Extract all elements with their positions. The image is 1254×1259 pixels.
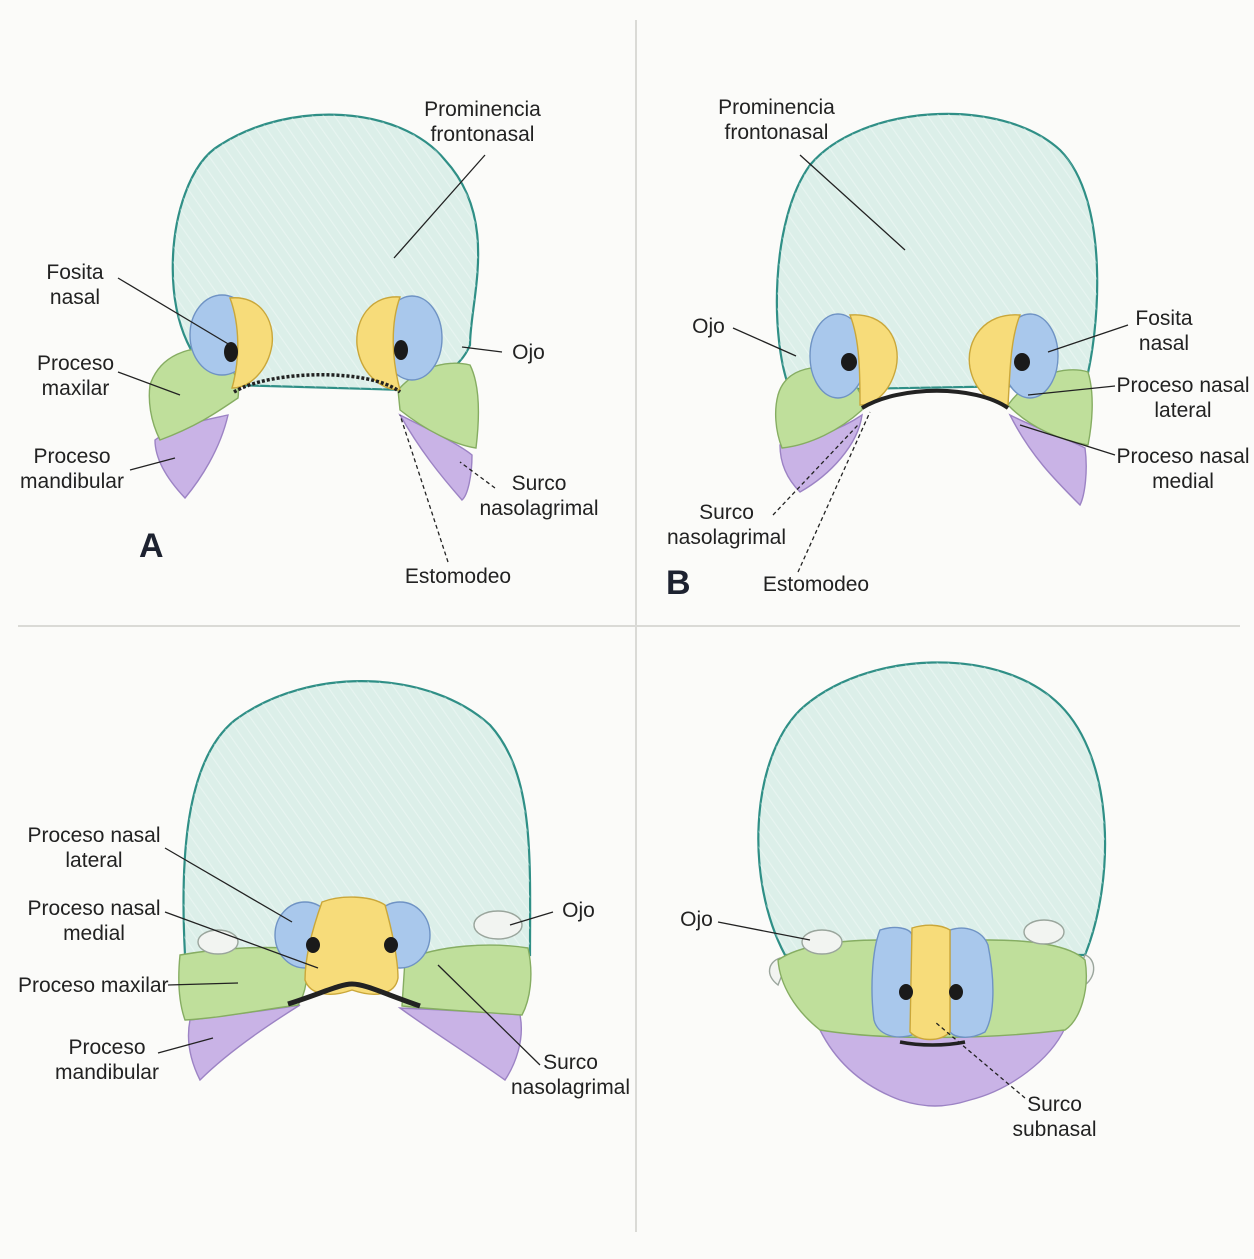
panel-a-embryo (149, 115, 478, 500)
panel-a-label-stomodeum: Estomodeo (398, 564, 518, 589)
panel-c-eye-left (198, 930, 238, 954)
panel-b-nasal-pit-right (1014, 353, 1030, 371)
panel-d-eye-left (802, 930, 842, 954)
panel-c-eye-right (474, 911, 522, 939)
panel-a-nasal-pit-left (224, 342, 238, 362)
panel-a-label-eye: Ojo (506, 340, 551, 365)
panel-c-nasal-pit-left (306, 937, 320, 953)
panel-a-letter: A (139, 527, 164, 566)
panel-c-nasal-pit-right (384, 937, 398, 953)
panel-d-medial-nasal (910, 925, 950, 1039)
panel-d-lateral-nasal-right (950, 928, 993, 1037)
panel-b-label-eye: Ojo (686, 314, 731, 339)
panel-d-lateral-nasal-left (872, 928, 912, 1037)
panel-b-letter: B (666, 564, 691, 603)
panel-a-nasal-pit-right (394, 340, 408, 360)
panel-d-nostril-right (949, 984, 963, 1000)
panel-c-mandibular-right (400, 1008, 521, 1080)
panel-d-label-eye: Ojo (674, 907, 719, 932)
panel-b-embryo (776, 114, 1098, 505)
panel-c-embryo (179, 681, 531, 1080)
panel-c-label-eye: Ojo (556, 898, 601, 923)
panel-d-embryo (758, 662, 1105, 1106)
panel-d-nostril-left (899, 984, 913, 1000)
panel-d-eye-right (1024, 920, 1064, 944)
panel-b-label-stomodeum: Estomodeo (756, 572, 876, 597)
panel-b-nasal-pit-left (841, 353, 857, 371)
panel-c-label-maxillary: Proceso maxilar (18, 973, 168, 998)
